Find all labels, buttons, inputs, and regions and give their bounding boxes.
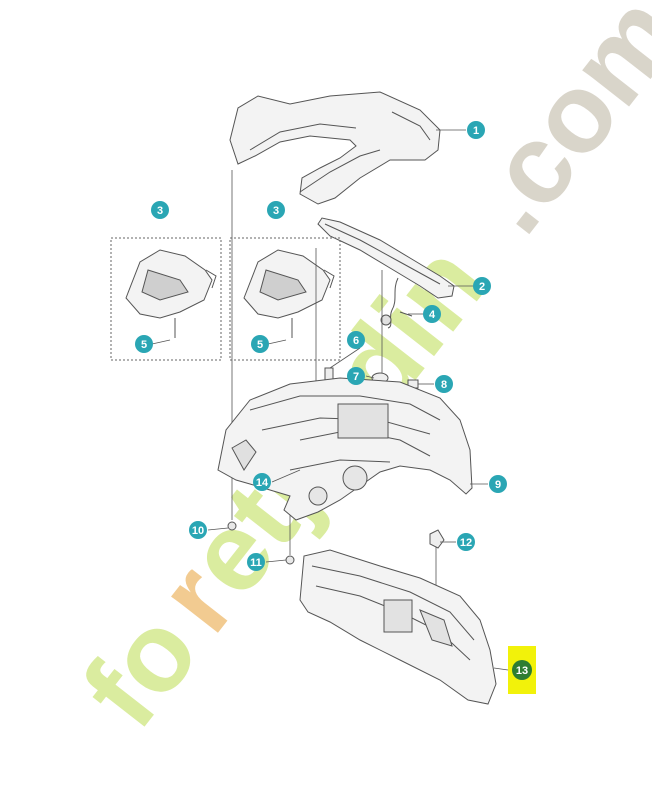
callout-c4: 4	[423, 305, 441, 323]
leader-lines	[151, 129, 509, 671]
part-1-top-cover	[229, 91, 441, 205]
callout-label: 4	[429, 309, 436, 321]
callout-label: 6	[353, 335, 359, 347]
part-12-clip	[429, 529, 445, 549]
callout-circle	[435, 375, 453, 393]
callout-circle	[253, 473, 271, 491]
callout-circle	[247, 553, 265, 571]
callout-c5b: 5	[251, 335, 269, 353]
callout-label: 2	[479, 281, 485, 293]
part-9-body	[217, 377, 473, 521]
callout-circle	[423, 305, 441, 323]
callout-label: 13	[516, 665, 528, 677]
callout-circle	[489, 475, 507, 493]
callout-label: 5	[257, 339, 263, 351]
callout-c11: 11	[247, 553, 265, 571]
callout-label: 8	[441, 379, 447, 391]
part-3-cover-left	[125, 249, 217, 338]
callout-circle	[251, 335, 269, 353]
callout-circle	[151, 201, 169, 219]
callout-label: 3	[273, 205, 279, 217]
callout-c6: 6	[347, 331, 365, 349]
callout-circle	[189, 521, 207, 539]
callout-c7: 7	[347, 367, 365, 385]
callout-circle	[347, 331, 365, 349]
callout-c2: 2	[473, 277, 491, 295]
callout-label: 12	[460, 537, 472, 549]
callout-c13: 13	[508, 646, 536, 694]
callout-c3a: 3	[151, 201, 169, 219]
callout-circle	[467, 121, 485, 139]
callout-c8: 8	[435, 375, 453, 393]
callout-label: 3	[157, 205, 163, 217]
callout-c3b: 3	[267, 201, 285, 219]
callout-c14: 14	[253, 473, 271, 491]
callout-label: 9	[495, 479, 501, 491]
callout-c12: 12	[457, 533, 475, 551]
callout-circle	[347, 367, 365, 385]
callout-label: 5	[141, 339, 147, 351]
callout-c10: 10	[189, 521, 207, 539]
callout-circle	[512, 660, 532, 680]
callout-c9: 9	[489, 475, 507, 493]
callout-circle	[135, 335, 153, 353]
part-4-sensor-cable	[380, 277, 413, 329]
callout-label: 14	[256, 477, 269, 489]
part-2-handle	[317, 217, 455, 299]
part-3-cover-right	[243, 249, 335, 338]
callout-circle	[267, 201, 285, 219]
callout-c5a: 5	[135, 335, 153, 353]
callout-label: 10	[192, 525, 204, 537]
callout-label: 11	[250, 557, 262, 569]
callout-label: 7	[353, 371, 359, 383]
part-13-lower-body	[299, 549, 497, 705]
callout-c1: 1	[467, 121, 485, 139]
callout-circle	[457, 533, 475, 551]
callout-label: 1	[473, 125, 479, 137]
callout-circle	[473, 277, 491, 295]
